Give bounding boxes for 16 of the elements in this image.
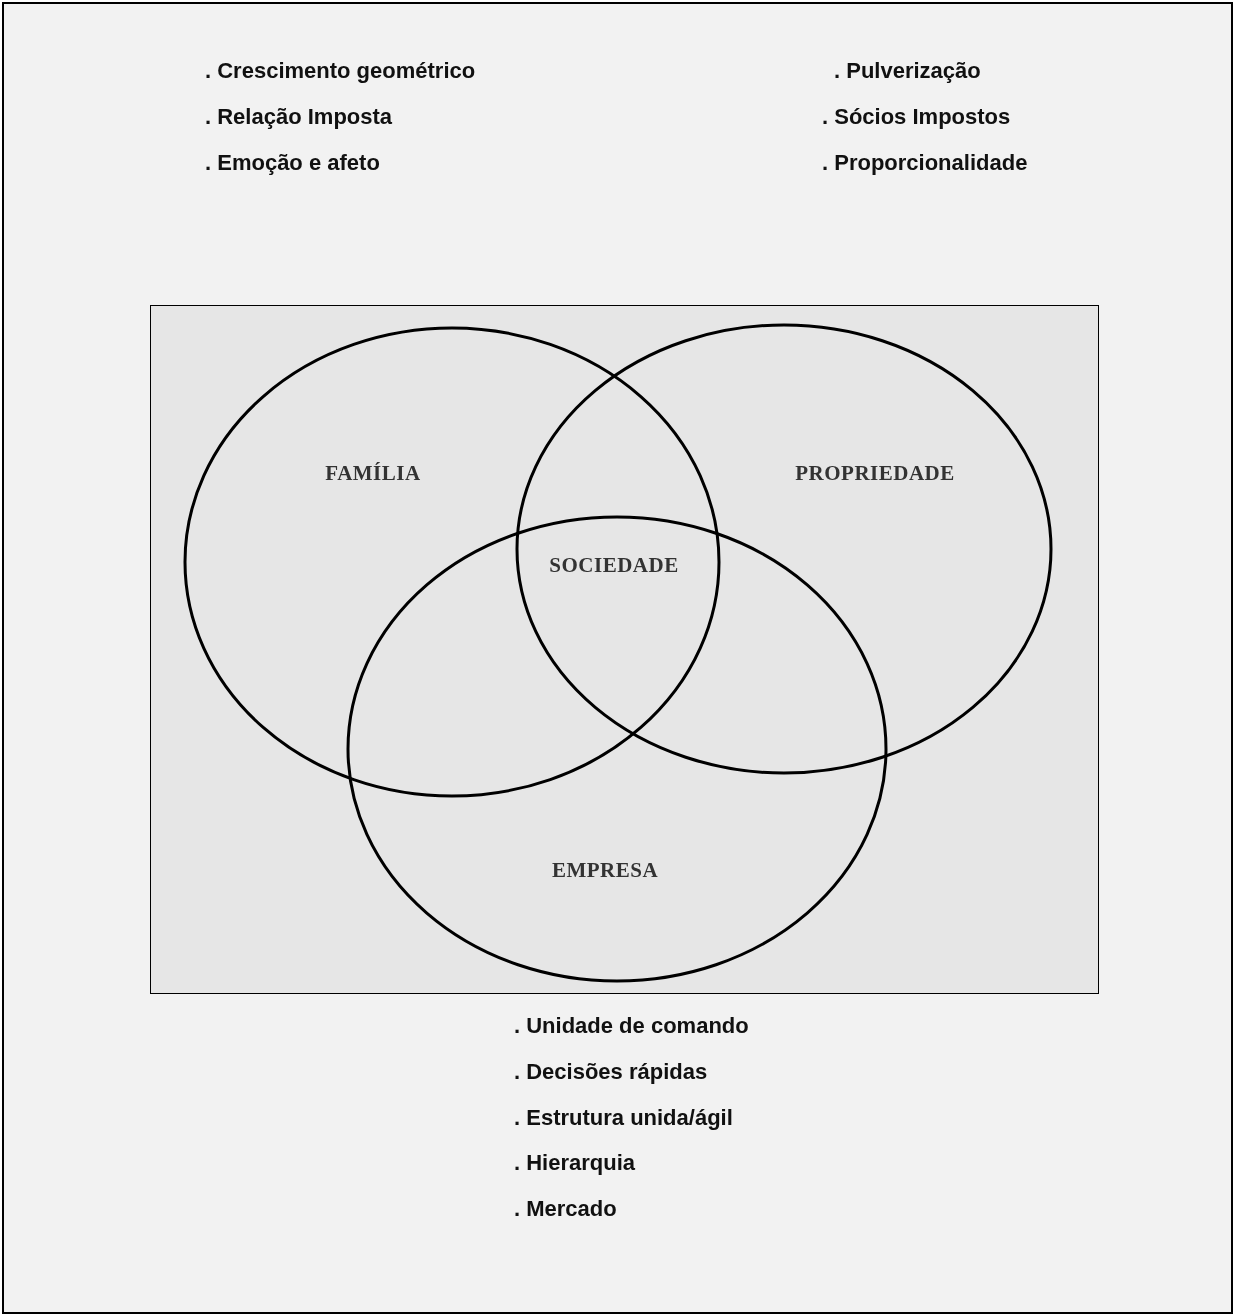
bullet-item: . Decisões rápidas bbox=[514, 1059, 708, 1085]
bullet-item: . Relação Imposta bbox=[205, 104, 393, 130]
overlap-label: SOCIEDADE bbox=[549, 552, 679, 578]
bullet-item: . Unidade de comando bbox=[514, 1013, 749, 1039]
bullet-item: . Hierarquia bbox=[514, 1150, 636, 1176]
set-label: EMPRESA bbox=[551, 857, 659, 883]
bullet-item: . Crescimento geométrico bbox=[205, 58, 476, 84]
bullet-item: . Estrutura unida/ágil bbox=[514, 1105, 733, 1131]
bullet-item: . Proporcionalidade bbox=[822, 150, 1028, 176]
bullet-item: . Pulverização bbox=[834, 58, 981, 84]
set-label: PROPRIEDADE bbox=[795, 460, 955, 486]
bullet-item: . Emoção e afeto bbox=[205, 150, 380, 176]
bullet-item: . Mercado bbox=[514, 1196, 617, 1222]
diagram-panel bbox=[150, 305, 1099, 994]
set-label: FAMÍLIA bbox=[325, 460, 421, 486]
bullet-item: . Sócios Impostos bbox=[822, 104, 1011, 130]
